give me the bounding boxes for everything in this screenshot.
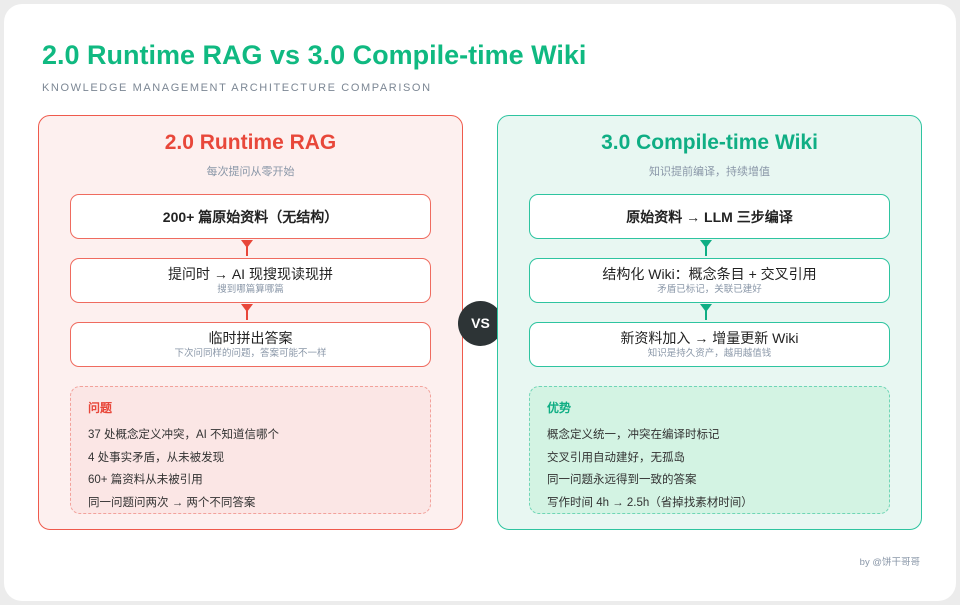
wiki-panel: 3.0 Compile-time Wiki 知识提前编译，持续增值 原始资料 →… (497, 115, 922, 530)
step-box: 结构化 Wiki：概念条目 + 交叉引用矛盾已标记，关联已建好 (529, 258, 890, 303)
step-sub: 矛盾已标记，关联已建好 (657, 284, 762, 295)
arrow-down-icon (700, 240, 712, 256)
list-item: 37 处概念定义冲突，AI 不知道信哪个 (88, 429, 280, 441)
panel-subtitle: 每次提问从零开始 (206, 166, 295, 178)
step-label: 临时拼出答案 (208, 330, 293, 346)
panel-subtitle: 知识提前编译，持续增值 (649, 166, 770, 178)
step-box: 提问时 → AI 现搜现读现拼搜到哪篇算哪篇 (70, 258, 431, 303)
note-heading: 优势 (547, 401, 572, 415)
vs-badge: VS (458, 301, 503, 346)
step-box: 200+ 篇原始资料（无结构） (70, 194, 431, 239)
step-sub: 下次问同样的问题，答案可能不一样 (174, 348, 327, 359)
list-item: 交叉引用自动建好，无孤岛 (547, 451, 685, 464)
arrow-down-icon (241, 240, 253, 256)
list-item: 写作时间 4h → 2.5h（省掉找素材时间） (547, 496, 753, 509)
step-label: 原始资料 → LLM 三步编译 (626, 209, 793, 225)
step-box: 新资料加入 → 增量更新 Wiki 知识是持久资产，越用越值钱 (529, 322, 890, 367)
byline: by @饼干哥哥 (859, 557, 920, 568)
step-label: 结构化 Wiki：概念条目 + 交叉引用 (602, 266, 817, 282)
page-subtitle: KNOWLEDGE MANAGEMENT ARCHITECTURE COMPAR… (42, 82, 432, 94)
step-label: 提问时 → AI 现搜现读现拼 (168, 266, 333, 282)
problems-box: 问题 37 处概念定义冲突，AI 不知道信哪个 4 处事实矛盾，从未被发现 60… (70, 386, 431, 514)
arrow-down-icon (700, 304, 712, 320)
advantages-box: 优势 概念定义统一，冲突在编译时标记 交叉引用自动建好，无孤岛 同一问题永远得到… (529, 386, 890, 514)
step-label: 新资料加入 → 增量更新 Wiki (620, 330, 799, 346)
panel-title: 3.0 Compile-time Wiki (601, 131, 818, 154)
step-label: 200+ 篇原始资料（无结构） (162, 209, 339, 225)
page-title: 2.0 Runtime RAG vs 3.0 Compile-time Wiki (42, 40, 587, 70)
arrow-down-icon (241, 304, 253, 320)
step-sub: 搜到哪篇算哪篇 (217, 284, 284, 295)
list-item: 同一问题问两次 → 两个不同答案 (88, 496, 256, 509)
list-item: 60+ 篇资料从未被引用 (88, 474, 203, 486)
list-item: 4 处事实矛盾，从未被发现 (88, 451, 225, 464)
rag-panel: 2.0 Runtime RAG 每次提问从零开始 200+ 篇原始资料（无结构）… (38, 115, 463, 530)
step-box: 临时拼出答案下次问同样的问题，答案可能不一样 (70, 322, 431, 367)
step-box: 原始资料 → LLM 三步编译 (529, 194, 890, 239)
list-item: 同一问题永远得到一致的答案 (547, 474, 697, 486)
note-heading: 问题 (88, 401, 113, 415)
list-item: 概念定义统一，冲突在编译时标记 (547, 429, 720, 441)
panel-title: 2.0 Runtime RAG (164, 131, 337, 154)
step-sub: 知识是持久资产，越用越值钱 (647, 348, 772, 359)
